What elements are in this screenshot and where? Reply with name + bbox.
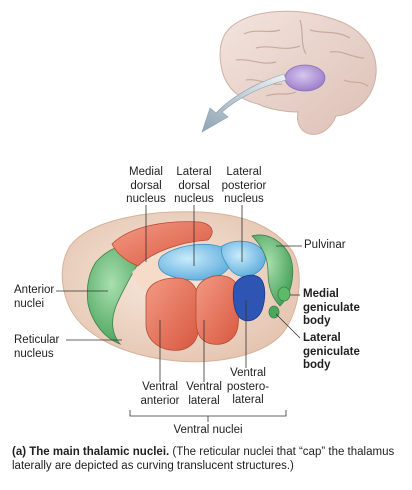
label-line: anterior	[140, 394, 180, 407]
label-line: Ventral	[142, 381, 178, 393]
zoom-arrow	[201, 73, 287, 133]
label-line: Reticular	[14, 334, 60, 346]
leader-lines	[56, 205, 302, 422]
label-ventral-anterior: Ventral anterior	[128, 381, 192, 408]
label-medial-geniculate-body: Medial geniculate body	[303, 288, 360, 329]
label-line: body	[303, 315, 331, 327]
ventral-posterolateral-nucleus	[232, 274, 266, 322]
thalamus-highlight	[284, 64, 326, 92]
label-lateral-dorsal-nucleus: Lateral dorsal nucleus	[164, 166, 224, 207]
label-line: Ventral	[186, 381, 222, 393]
label-ventral-lateral: Ventral lateral	[176, 381, 232, 408]
label-ventral-nuclei: Ventral nuclei	[173, 424, 243, 436]
label-line: dorsal	[178, 179, 210, 192]
label-lateral-geniculate-body: Lateral geniculate body	[303, 332, 360, 373]
label-line: posterior	[221, 179, 267, 192]
label-reticular-nucleus: Reticular nucleus	[14, 334, 59, 361]
label-line: Lateral	[226, 166, 262, 178]
label-line: geniculate	[303, 345, 360, 358]
lateral-geniculate-body	[268, 305, 280, 319]
label-anterior-nuclei: Anterior nuclei	[14, 284, 54, 311]
label-line: Lateral	[303, 332, 341, 344]
label-line: Anterior	[14, 284, 55, 296]
medial-dorsal-nucleus	[111, 221, 213, 267]
label-lateral-posterior-nucleus: Lateral posterior nucleus	[212, 166, 276, 207]
label-line: lateral	[188, 394, 220, 407]
label-medial-dorsal-nucleus: Medial dorsal nucleus	[116, 166, 176, 207]
label-line: nucleus	[224, 193, 264, 205]
label-line: Medial	[129, 166, 163, 178]
label-line: Medial	[303, 288, 339, 300]
label-line: postero-	[226, 380, 270, 393]
label-ventral-posterolateral: Ventral postero- lateral	[222, 367, 274, 408]
label-line: geniculate	[303, 301, 360, 314]
label-line: nucleus	[174, 193, 214, 205]
label-line: Ventral	[230, 367, 266, 379]
medial-geniculate-body	[277, 286, 291, 302]
label-line: Lateral	[176, 166, 212, 178]
ventral-anterior-nucleus	[145, 277, 199, 351]
caption-text: (The reticular nuclei that “cap” the tha…	[12, 446, 395, 472]
label-line: nucleus	[14, 347, 54, 360]
caption-tag: (a) The main thalamic nuclei.	[12, 446, 170, 458]
label-line: body	[303, 359, 331, 371]
thalamus-illustration	[61, 211, 300, 363]
label-line: nuclei	[14, 297, 45, 310]
brain-thumbnail	[219, 10, 377, 135]
label-line: dorsal	[130, 179, 162, 192]
label-line: nucleus	[126, 193, 166, 205]
figure-caption: (a) The main thalamic nuclei. (The retic…	[12, 445, 404, 473]
label-pulvinar: Pulvinar	[304, 239, 346, 251]
label-line: lateral	[232, 394, 264, 406]
ventral-lateral-nucleus	[195, 275, 241, 345]
